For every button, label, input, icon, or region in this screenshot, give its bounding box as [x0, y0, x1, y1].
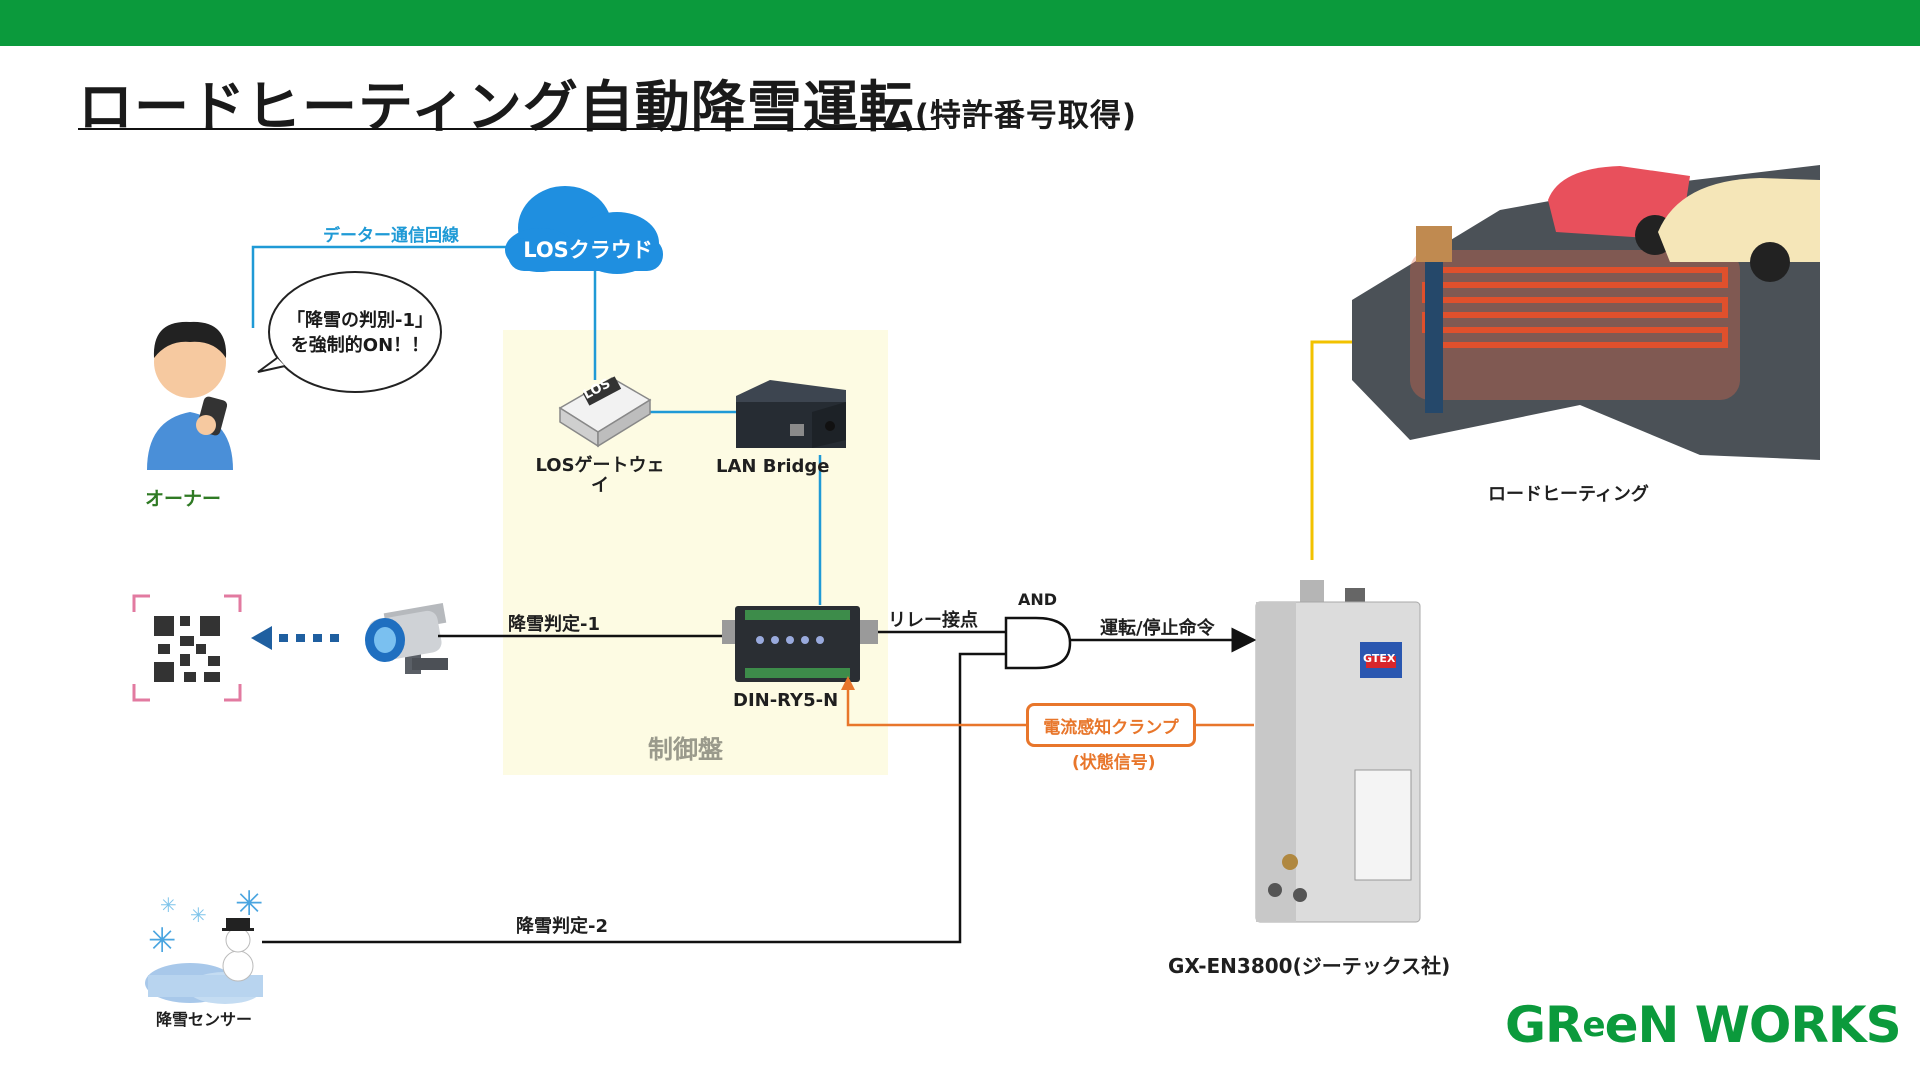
owner-person-icon [147, 321, 233, 470]
owner-label: オーナー [145, 488, 222, 510]
lan-bridge-label: LAN Bridge [716, 456, 830, 477]
svg-text:✳: ✳ [148, 921, 177, 961]
header-bar [0, 0, 1920, 46]
snow-sensor-icon: ✳ ✳ ✳ ✳ [145, 884, 264, 1004]
greenworks-logo: GReeN WORKS [1505, 996, 1902, 1054]
boiler-unit [1255, 580, 1421, 923]
gateway-label: LOSゲートウェ イ [530, 456, 670, 496]
din-relay-device [722, 606, 878, 682]
boiler-label: GX-EN3800(ジーテックス社) [1168, 954, 1451, 978]
logo-part-2: eN WORKS [1604, 996, 1902, 1054]
power-line [1310, 340, 1360, 560]
title-sub: (特許番号取得) [914, 98, 1138, 134]
bubble-line-2: を強制的ON！！ [290, 335, 430, 356]
speech-bubble [257, 271, 442, 393]
los-gateway-device [558, 376, 652, 448]
qr-scan-icon [132, 594, 242, 702]
snow-judge-1-label: 降雪判定-1 [508, 614, 600, 635]
svg-text:✳: ✳ [235, 884, 264, 924]
road-heating-label: ロードヒーティング [1488, 484, 1649, 505]
logo-part-1: GR [1505, 996, 1584, 1054]
clamp-sub-label: (状態信号) [1072, 753, 1156, 773]
camera-to-qr-arrow [251, 626, 339, 650]
data-line-label: データー通信回線 [323, 226, 459, 246]
bubble-line-1: 「降雪の判別-1」 [287, 310, 433, 331]
title-underline [78, 128, 936, 130]
and-gate [1004, 616, 1072, 670]
relay-label: リレー接点 [888, 610, 978, 631]
speech-bubble-text: 「降雪の判別-1」 を強制的ON！！ [270, 308, 450, 358]
snow-judge-2-line [262, 652, 1006, 944]
din-label: DIN-RY5-N [733, 690, 839, 711]
control-panel-label: 制御盤 [648, 735, 724, 764]
snow-sensor-label: 降雪センサー [156, 1010, 253, 1029]
command-label: 運転/停止命令 [1100, 618, 1215, 639]
clamp-feedback-arrowhead [841, 676, 855, 690]
snow-judge-2-label: 降雪判定-2 [516, 916, 608, 937]
cloud-label: LOSクラウド [523, 238, 653, 262]
data-line-connections [251, 245, 822, 605]
clamp-box: 電流感知クランプ [1026, 703, 1196, 747]
clamp-label: 電流感知クランプ [1043, 717, 1179, 738]
cloud-icon [505, 186, 663, 274]
camera-icon [365, 602, 448, 674]
and-gate-label: AND [1018, 590, 1058, 609]
svg-text:✳: ✳ [160, 893, 177, 917]
boiler-badge: GTEX [1363, 652, 1396, 665]
logo-e: e [1582, 1005, 1606, 1045]
gateway-label-line-1: LOSゲートウェ [535, 455, 665, 476]
lan-bridge-device [736, 380, 846, 448]
gateway-label-line-2: イ [591, 475, 609, 496]
svg-text:✳: ✳ [190, 903, 207, 927]
road-heating-scene [1352, 165, 1820, 460]
